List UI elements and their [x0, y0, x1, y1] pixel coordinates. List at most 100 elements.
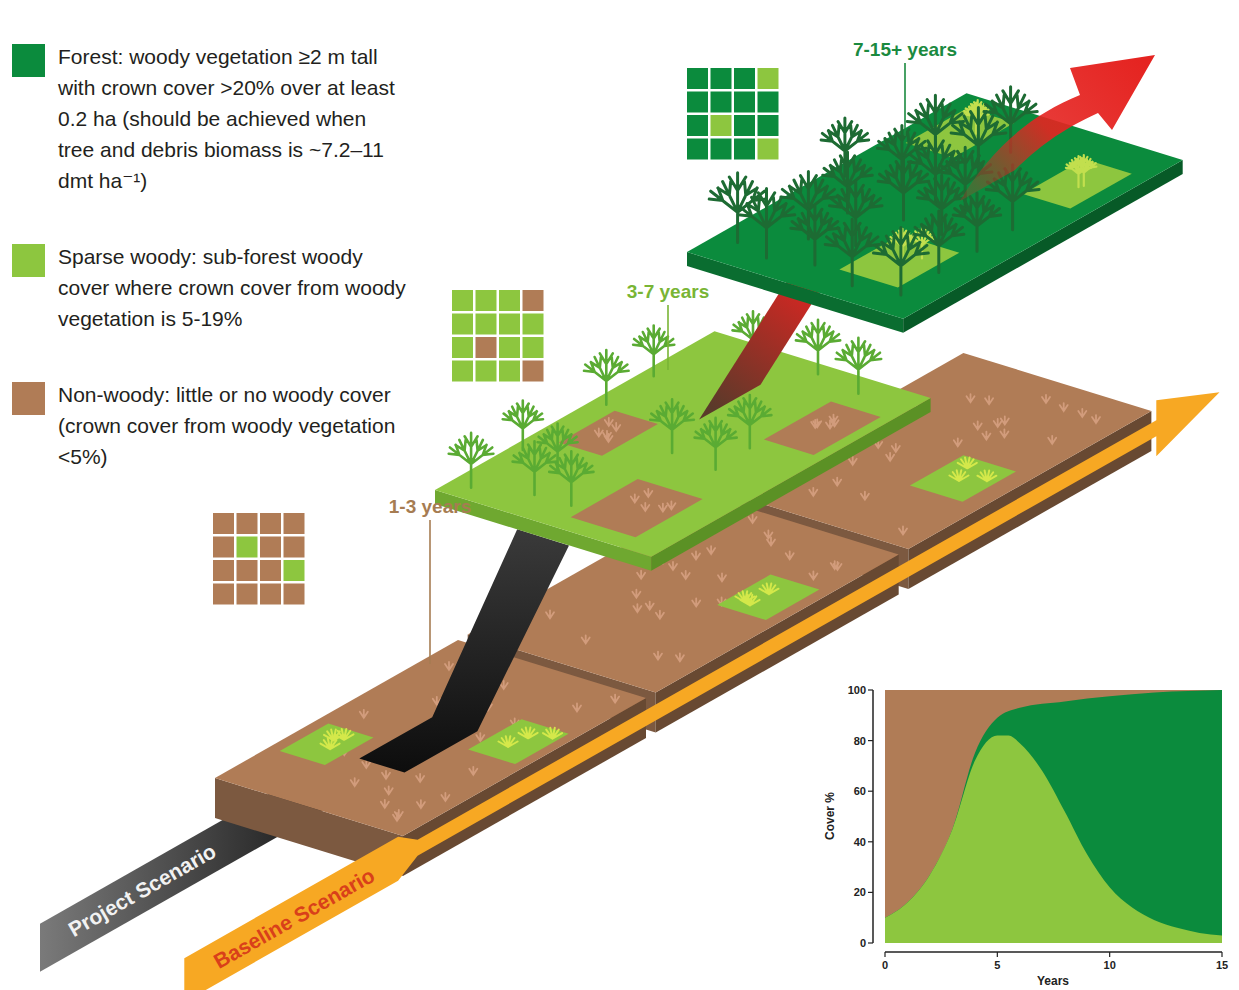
- cover-grid-cell: [260, 537, 281, 558]
- x-tick: [1109, 952, 1110, 957]
- legend-item: Sparse woody: sub-forest woody cover whe…: [12, 244, 412, 337]
- cover-chart: [868, 690, 1222, 957]
- grass-tuft: [631, 494, 639, 502]
- grass-tuft: [573, 703, 581, 711]
- cover-grid-cell: [260, 560, 281, 581]
- cover-grid-cell: [734, 92, 755, 113]
- grass-tuft: [595, 429, 603, 437]
- cover-grid-cell: [284, 560, 305, 581]
- axis-title: Years: [1037, 975, 1069, 987]
- cover-grid-cell: [452, 290, 473, 311]
- grass-tuft: [633, 604, 641, 612]
- cover-grid-cell: [213, 513, 234, 534]
- cover-grid-cell: [237, 537, 258, 558]
- tick-label: 20: [854, 887, 866, 898]
- woody-patch: [468, 719, 568, 764]
- tick-label: 15: [1216, 960, 1228, 971]
- shrub: [760, 584, 779, 595]
- cover-grid-cell: [499, 314, 520, 335]
- tick-label: 60: [854, 786, 866, 797]
- cover-grid-cell: [284, 584, 305, 605]
- axis-title: Cover %: [824, 792, 836, 840]
- grass-tuft: [692, 551, 700, 559]
- leader-line: [904, 63, 906, 136]
- grass-tuft: [445, 662, 453, 670]
- grass-tuft: [637, 571, 645, 579]
- grass-tuft: [632, 590, 640, 598]
- y-axis: [872, 690, 874, 943]
- cover-grid-cell: [758, 115, 779, 136]
- grass-tuft: [582, 636, 590, 644]
- cover-grid-cell: [476, 361, 497, 382]
- cover-grid-cell: [523, 290, 544, 311]
- grass-tuft: [1060, 403, 1068, 411]
- grass-tuft: [641, 503, 649, 511]
- shrub: [958, 458, 977, 469]
- cover-grid-cell: [260, 513, 281, 534]
- grass-tuft: [786, 551, 794, 559]
- grass-tuft: [417, 800, 425, 808]
- year-label: 1-3 years: [389, 497, 471, 516]
- cover-grid-cell: [476, 290, 497, 311]
- project-arrow-upper: [960, 55, 1155, 201]
- shrub: [543, 728, 562, 739]
- cover-grid-cell: [237, 560, 258, 581]
- tree: [836, 338, 882, 394]
- cover-grid-cell: [734, 115, 755, 136]
- tree: [791, 206, 839, 265]
- chart-sparse-area: [885, 736, 1222, 943]
- tick-label: 0: [882, 960, 888, 971]
- tree: [825, 219, 879, 286]
- non-woody-patch: [764, 402, 881, 456]
- cover-grid-cell: [711, 68, 732, 89]
- forest-platform-top: [687, 93, 1183, 318]
- cover-grid-cell: [284, 537, 305, 558]
- grass-tuft: [899, 527, 907, 535]
- legend-item: Forest: woody vegetation ≥2 m tall with …: [12, 44, 412, 199]
- cover-grid-cell: [213, 537, 234, 558]
- grass-tuft: [654, 652, 662, 660]
- tree: [796, 320, 840, 375]
- shrub: [977, 471, 996, 482]
- grass-tuft: [692, 599, 700, 607]
- grass-tuft: [830, 415, 838, 423]
- woody-patch: [910, 455, 1016, 502]
- y-tick: [868, 791, 873, 792]
- cover-grid-cell: [758, 139, 779, 160]
- cover-grid-cell: [213, 584, 234, 605]
- scenario-label: Project Scenario: [65, 840, 219, 940]
- legend-swatch: [12, 44, 45, 77]
- cover-grid-cell: [499, 361, 520, 382]
- cover-grid-cell: [687, 92, 708, 113]
- cover-grid-cell: [711, 92, 732, 113]
- legend-item: Non-woody: little or no woody cover (cro…: [12, 382, 412, 475]
- cover-grid-cell: [734, 139, 755, 160]
- cover-grid-cell: [687, 68, 708, 89]
- woody-patch: [280, 724, 374, 766]
- x-axis: [885, 951, 1222, 953]
- tree: [1066, 156, 1091, 187]
- tree: [953, 193, 1000, 251]
- tree: [549, 451, 593, 505]
- shrub: [949, 470, 968, 481]
- cover-grid-cell: [260, 584, 281, 605]
- cover-grid-cell: [499, 290, 520, 311]
- tree: [695, 418, 737, 470]
- legend-swatch: [12, 244, 45, 277]
- grass-tuft: [809, 571, 817, 579]
- chart-non-woody-area: [885, 690, 1222, 943]
- grass-tuft: [811, 420, 819, 428]
- grass-tuft: [644, 489, 652, 497]
- grass-tuft: [385, 786, 393, 794]
- grass-tuft: [682, 571, 690, 579]
- legend-swatch: [12, 382, 45, 415]
- x-tick: [1221, 952, 1222, 957]
- cover-grid-cell: [758, 68, 779, 89]
- leader-line: [429, 520, 431, 664]
- tick-label: 0: [860, 938, 866, 949]
- grass-tuft: [360, 710, 368, 718]
- grass-tuft: [656, 611, 664, 619]
- grass-tuft: [1000, 430, 1008, 438]
- woody-patch: [717, 575, 819, 620]
- grass-tuft: [382, 771, 390, 779]
